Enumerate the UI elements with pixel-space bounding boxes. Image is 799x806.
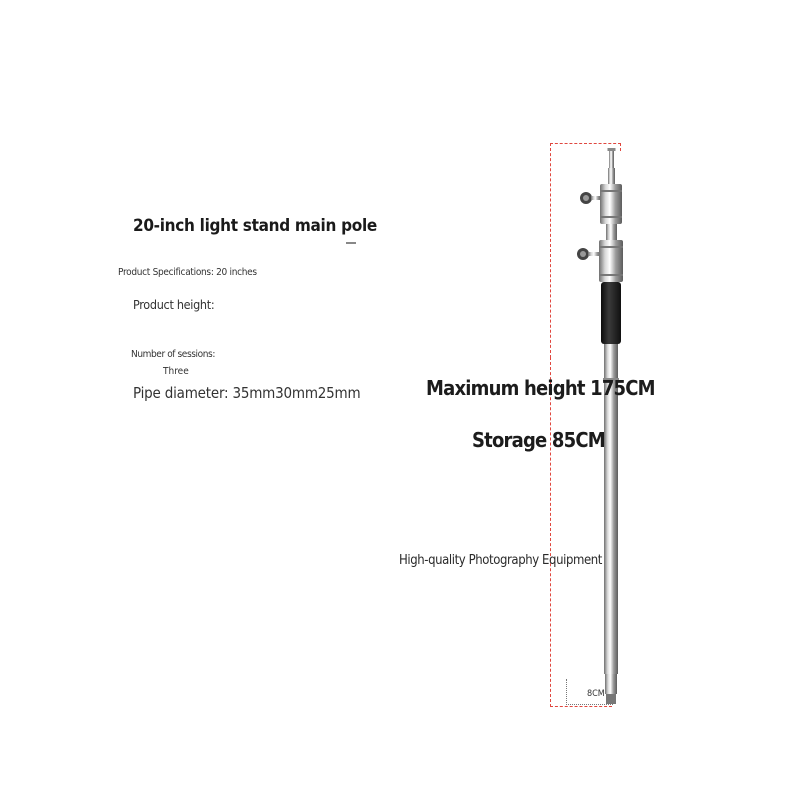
foam-grip (601, 282, 621, 344)
lower-clamp-knob (577, 248, 601, 260)
bottom-tip (605, 674, 617, 694)
light-stand-pole-image (577, 148, 623, 704)
height-guide-bottom (550, 706, 612, 707)
upper-collar (600, 184, 622, 224)
height-guide-vertical (550, 357, 551, 707)
sessions-label: Number of sessions: (131, 349, 215, 360)
base-width-bracket (566, 679, 613, 705)
height-guide-right (620, 143, 621, 151)
decorative-dash (346, 242, 356, 244)
upper-clamp-knob (580, 192, 601, 204)
middle-short-section (606, 224, 617, 244)
storage-callout: Storage 85CM (472, 428, 606, 452)
product-height-label: Product height: (133, 297, 215, 312)
upper-section (608, 168, 615, 198)
height-guide-top (550, 143, 621, 358)
quality-tagline: High-quality Photography Equipment (399, 553, 602, 568)
pipe-diameter: Pipe diameter: 35mm30mm25mm (133, 384, 361, 402)
main-tube (604, 344, 618, 674)
top-spigot (609, 148, 614, 170)
base-width-label: 8CM (587, 689, 605, 699)
product-specifications: Product Specifications: 20 inches (118, 267, 257, 278)
product-title: 20-inch light stand main pole (133, 216, 377, 236)
sessions-value: Three (163, 366, 189, 377)
lower-collar (599, 240, 623, 282)
max-height-callout: Maximum height 175CM (426, 376, 656, 400)
